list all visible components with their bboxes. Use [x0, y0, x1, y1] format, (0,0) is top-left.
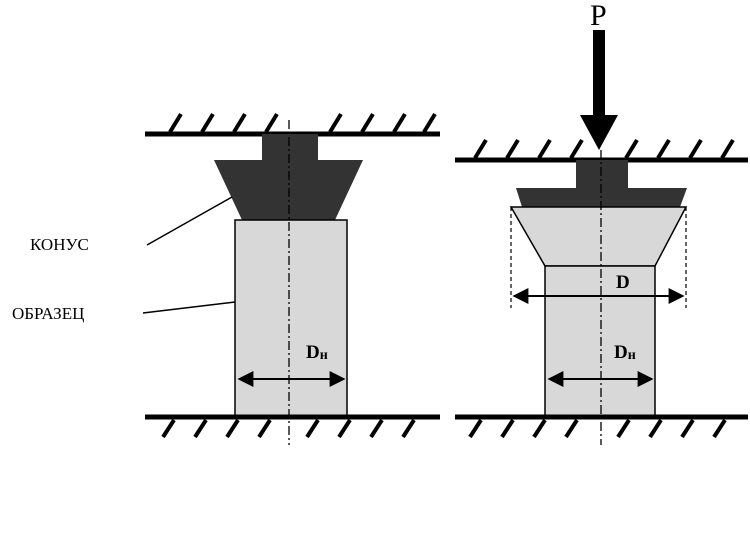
specimen-leader-line	[142, 301, 236, 314]
cone-label: КОНУС	[30, 235, 89, 254]
load-label: P	[590, 0, 607, 32]
left-top-plate	[145, 112, 440, 137]
right-cone	[516, 160, 687, 207]
specimen-label: ОБРАЗЕЦ	[12, 304, 84, 323]
diameter-extension-lines	[510, 207, 687, 308]
left-specimen	[234, 219, 348, 417]
left-dn-label: Dн	[306, 342, 328, 363]
cone-leader-line	[146, 196, 233, 246]
right-dn-label: Dн	[614, 342, 636, 363]
right-d-label: D	[616, 272, 630, 293]
left-bottom-plate	[145, 414, 440, 439]
right-top-plate	[455, 138, 748, 163]
load-arrow	[580, 30, 618, 150]
right-specimen	[544, 265, 656, 417]
left-assembly: Dн КОНУС ОБРАЗЕЦ	[12, 112, 440, 445]
right-assembly: P	[455, 0, 748, 445]
right-specimen-flare	[509, 206, 688, 267]
